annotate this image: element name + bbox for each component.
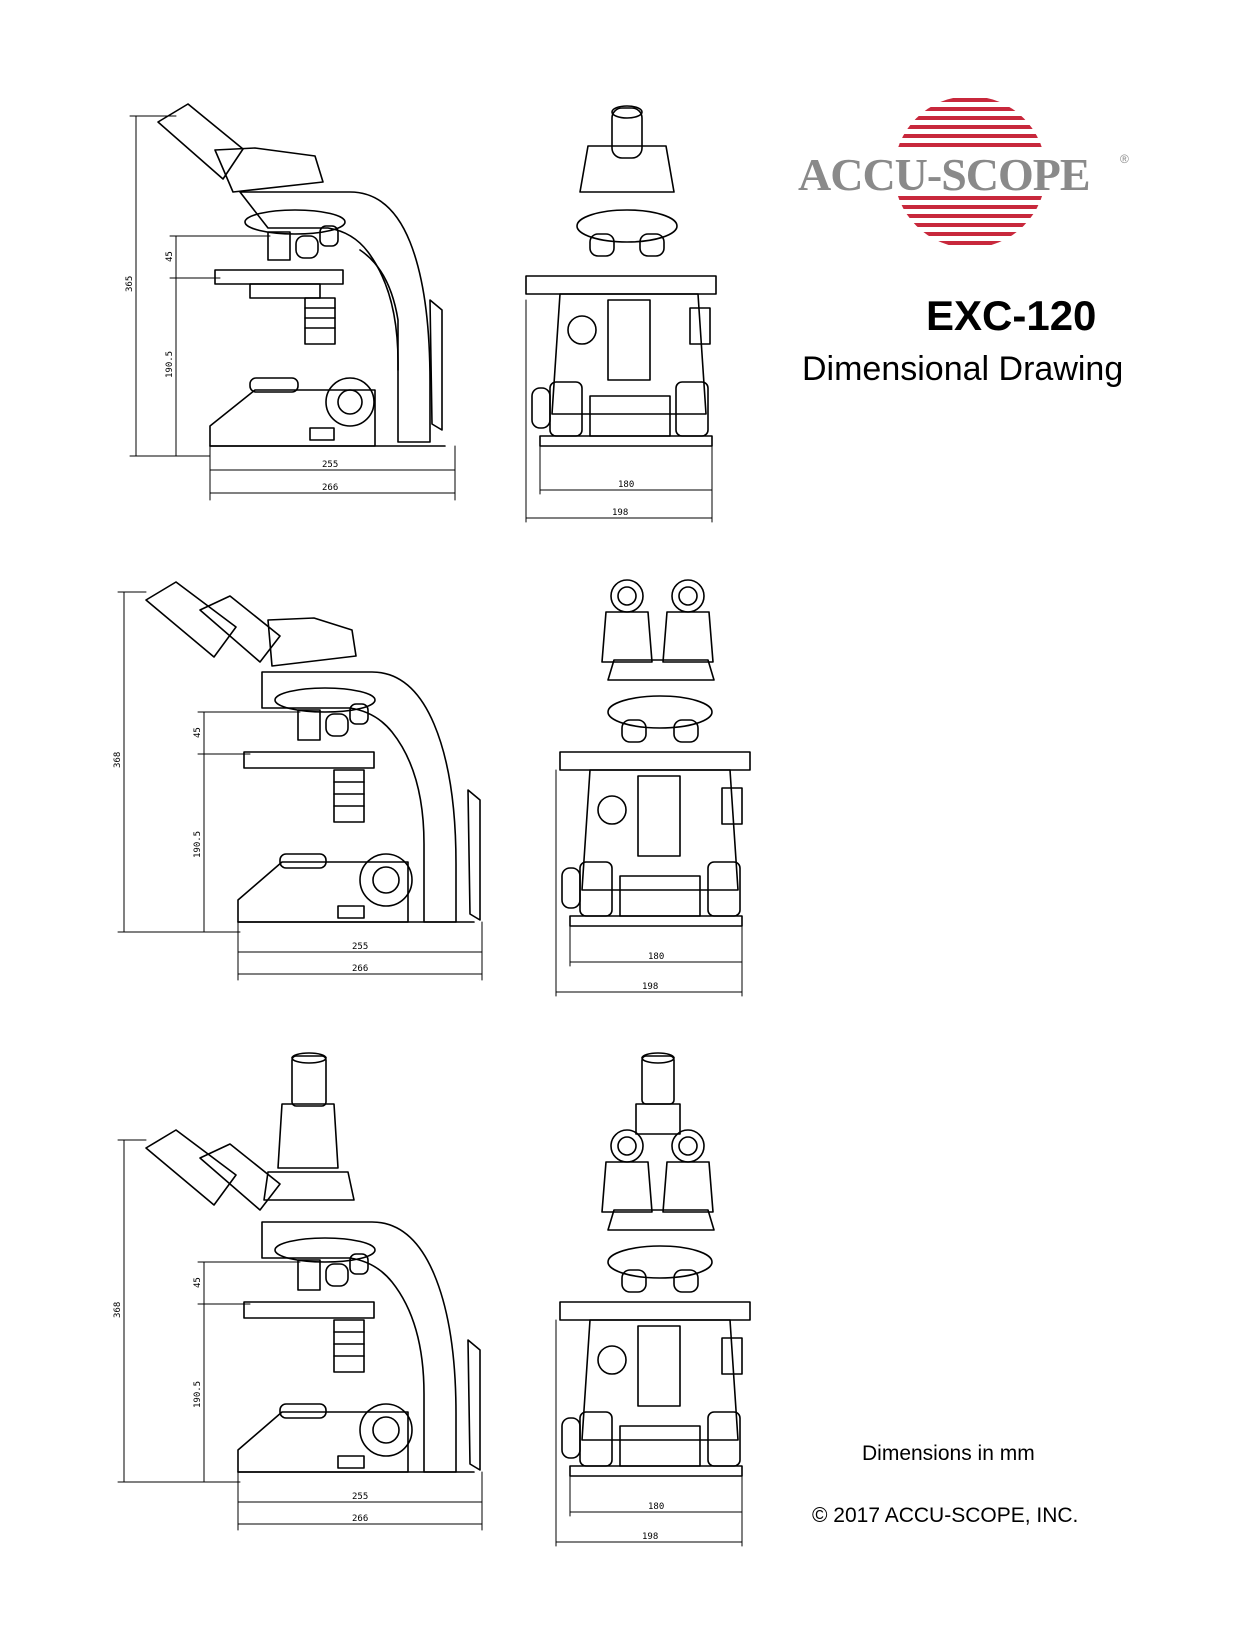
dim-front-overall-monocular: 198 xyxy=(612,508,628,518)
dim-upper-binocular: 45 xyxy=(193,727,203,738)
side-view-trinocular xyxy=(117,1052,483,1531)
side-view-monocular xyxy=(129,103,456,501)
dim-overall-monocular: 266 xyxy=(322,483,338,493)
dim-height-monocular: 365 xyxy=(125,276,135,292)
dim-base-trinocular: 255 xyxy=(352,1492,368,1502)
front-view-trinocular xyxy=(555,1052,751,1547)
dim-front-base-binocular: 180 xyxy=(648,952,664,962)
dim-height-binocular: 368 xyxy=(113,752,123,768)
dim-lower-binocular: 190.5 xyxy=(193,831,203,858)
model-title: EXC-120 xyxy=(926,292,1097,339)
registered-mark: ® xyxy=(1120,152,1129,166)
dim-upper-monocular: 45 xyxy=(165,251,175,262)
dim-front-overall-binocular: 198 xyxy=(642,982,658,992)
brand-wordmark: ACCU-SCOPE xyxy=(798,149,1091,200)
dim-overall-trinocular: 266 xyxy=(352,1514,368,1524)
side-view-binocular xyxy=(117,581,483,981)
dim-front-overall-trinocular: 198 xyxy=(642,1532,658,1542)
dim-base-monocular: 255 xyxy=(322,460,338,470)
dim-front-base-monocular: 180 xyxy=(618,480,634,490)
dim-lower-monocular: 190.5 xyxy=(165,351,175,378)
dim-upper-trinocular: 45 xyxy=(193,1277,203,1288)
front-view-binocular xyxy=(555,579,751,997)
dim-overall-binocular: 266 xyxy=(352,964,368,974)
dim-base-binocular: 255 xyxy=(352,942,368,952)
front-view-monocular xyxy=(525,105,717,523)
dim-front-base-trinocular: 180 xyxy=(648,1502,664,1512)
dim-height-trinocular: 368 xyxy=(113,1302,123,1318)
dim-lower-trinocular: 190.5 xyxy=(193,1381,203,1408)
units-note: Dimensions in mm xyxy=(862,1442,1035,1465)
drawing-subtitle: Dimensional Drawing xyxy=(802,350,1124,388)
accu-scope-logo xyxy=(790,92,1120,252)
copyright-notice: © 2017 ACCU-SCOPE, INC. xyxy=(812,1504,1079,1527)
